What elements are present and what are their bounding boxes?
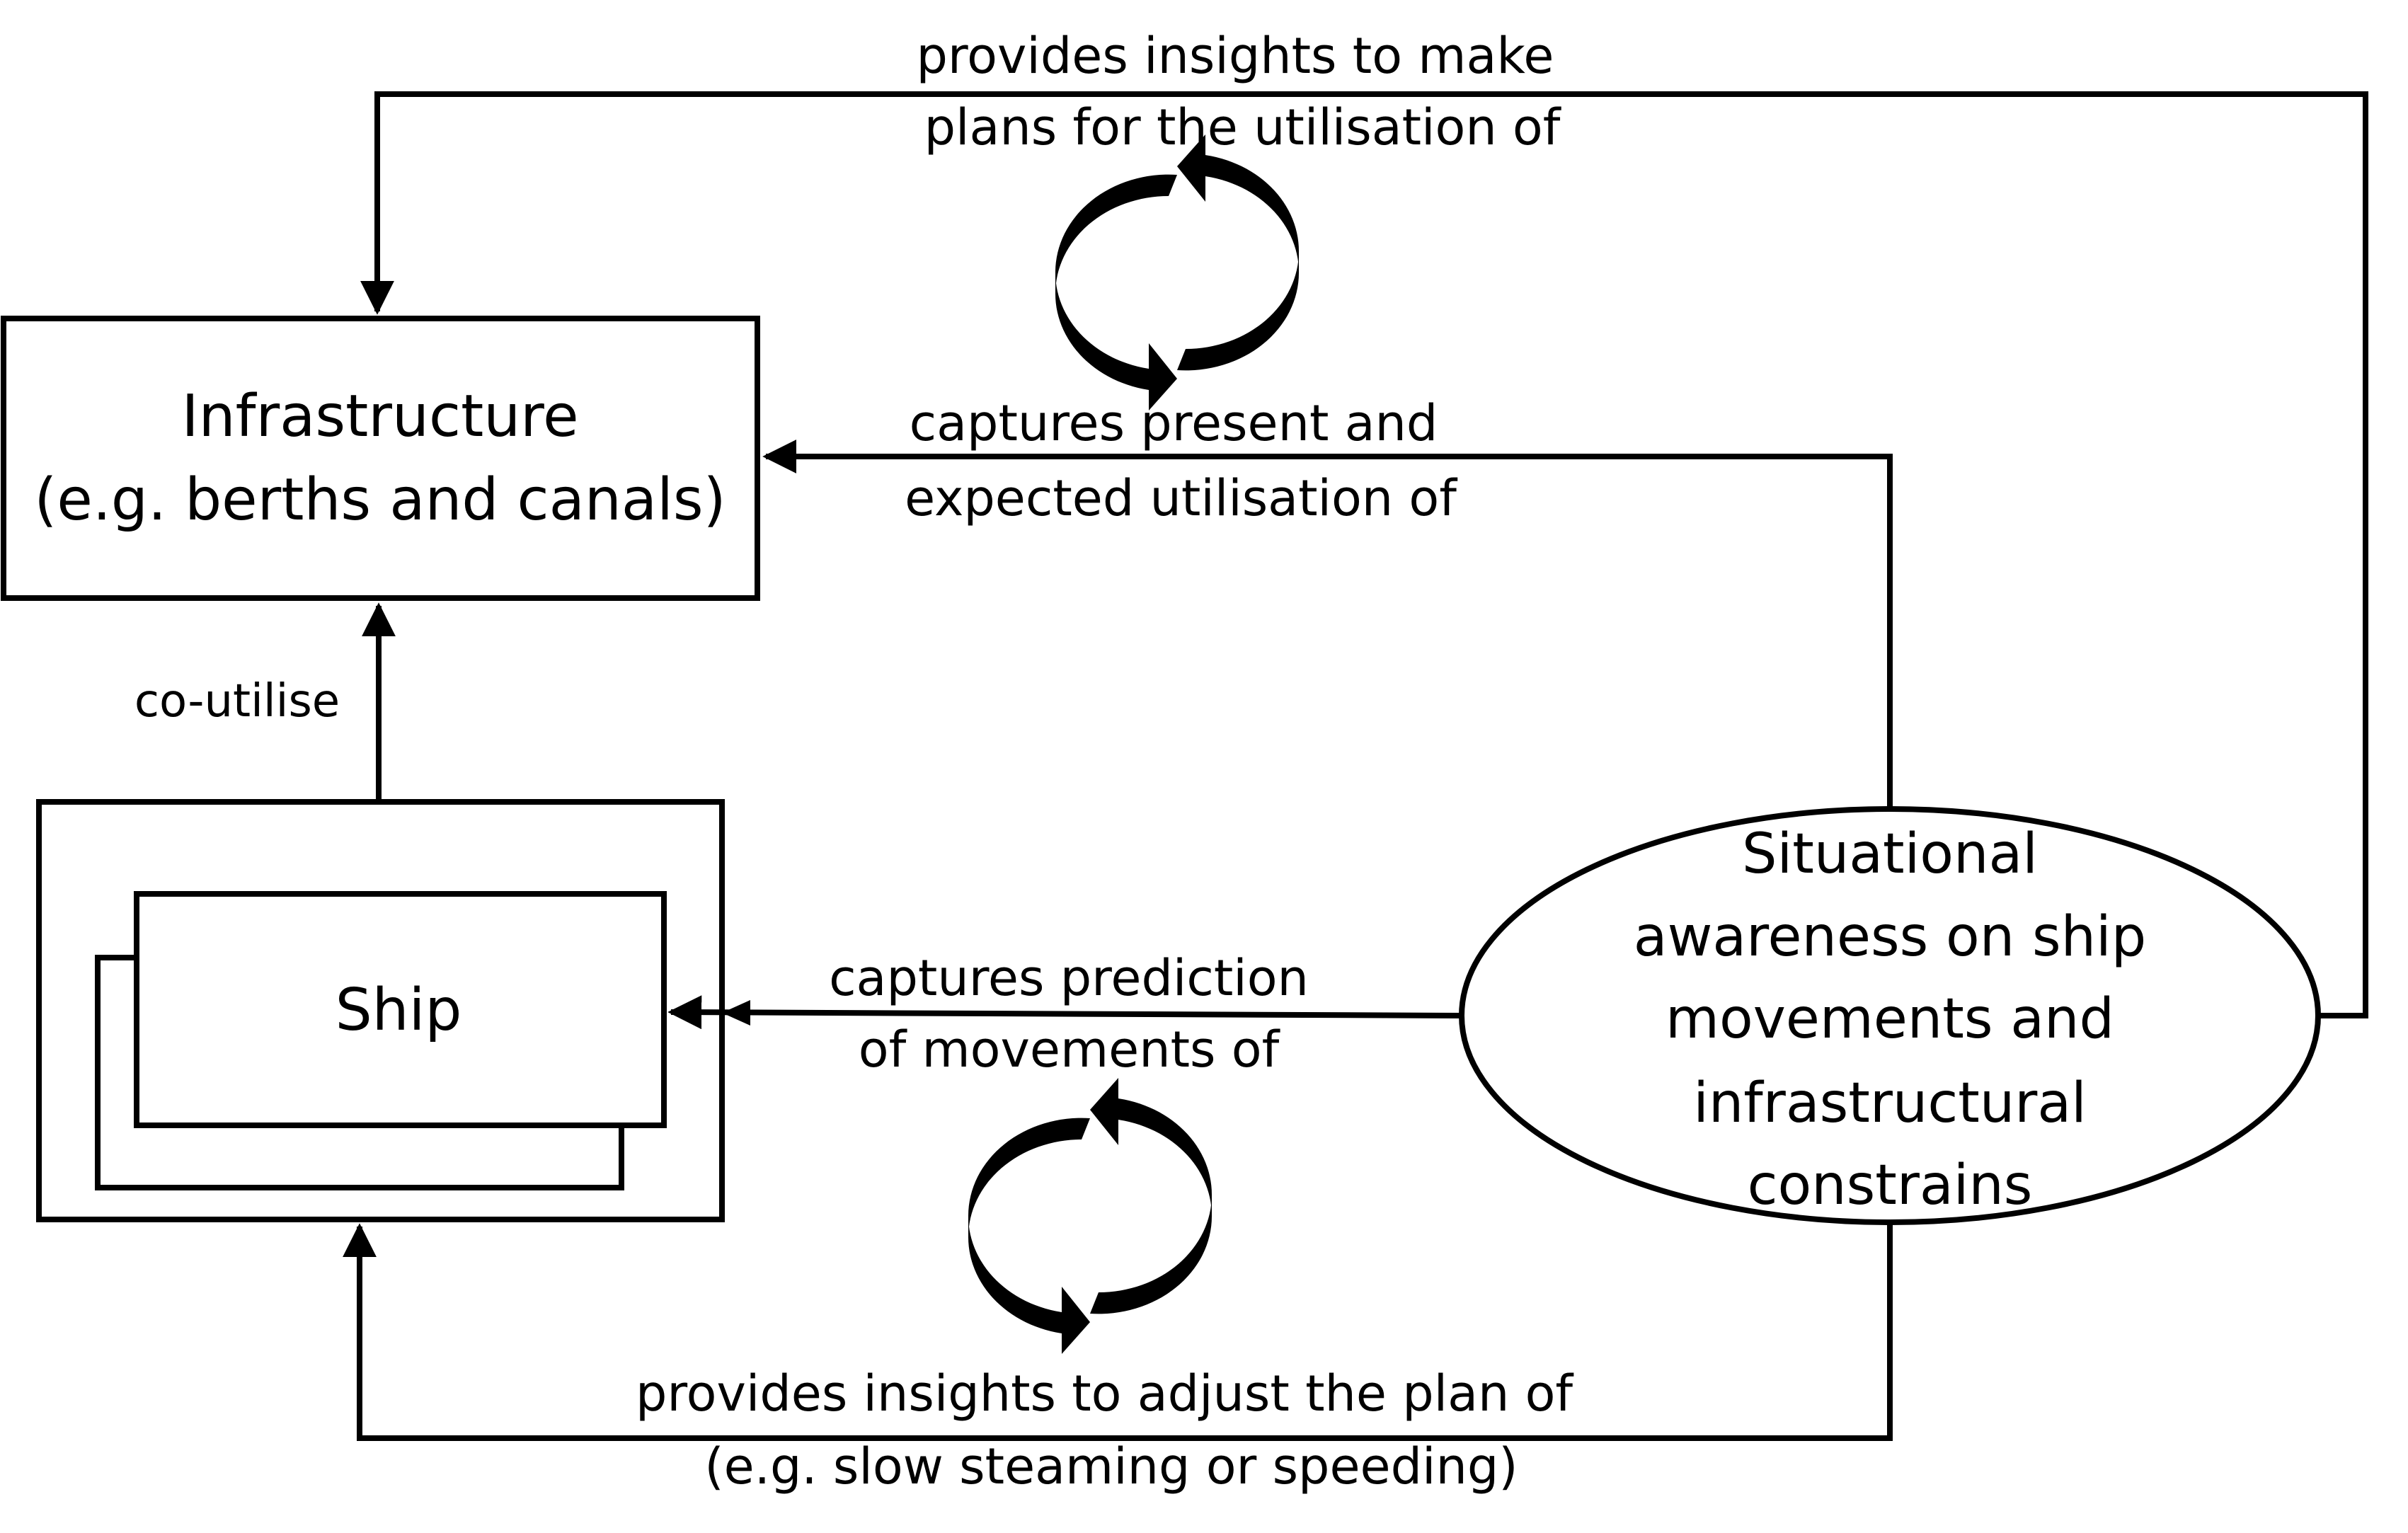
cycle-arrows-icon xyxy=(1055,134,1300,410)
ship-node: Ship xyxy=(36,799,725,1222)
edge-bottom-loop: provides insights to adjust the plan of … xyxy=(343,1222,1893,1495)
bottom-loop-label-2: (e.g. slow steaming or speeding) xyxy=(704,1437,1518,1495)
edge-captures-ship: captures prediction of movements of xyxy=(667,949,1462,1079)
infrastructure-node: Infrastructure (e.g. berths and canals) xyxy=(1,316,760,601)
awareness-line-4: infrastructural xyxy=(1693,1072,2087,1135)
awareness-line-3: movements and xyxy=(1665,987,2114,1051)
co-utilise-label: co-utilise xyxy=(134,675,340,728)
captures-ship-label-1: captures prediction xyxy=(829,949,1309,1007)
cycle-arrows-icon xyxy=(968,1078,1212,1354)
ship-stack-front xyxy=(134,891,667,1128)
ship-label: Ship xyxy=(336,977,462,1044)
captures-infra-label-1: captures present and xyxy=(910,394,1438,452)
captures-ship-label-2: of movements of xyxy=(859,1021,1280,1079)
awareness-line-1: Situational xyxy=(1742,822,2038,886)
infrastructure-subtitle: (e.g. berths and canals) xyxy=(34,466,726,534)
bottom-loop-label-1: provides insights to adjust the plan of xyxy=(636,1365,1573,1423)
edge-top-loop: provides insights to make plans for the … xyxy=(360,27,2368,1018)
top-loop-label-1: provides insights to make xyxy=(916,27,1554,85)
captures-infra-label-2: expected utilisation of xyxy=(905,469,1457,527)
situational-awareness-node: Situational awareness on ship movements … xyxy=(1459,806,2321,1225)
top-loop-label-2: plans for the utilisation of xyxy=(924,98,1561,156)
awareness-line-2: awareness on ship xyxy=(1634,905,2146,969)
edge-co-utilise: co-utilise xyxy=(134,602,396,802)
infrastructure-title: Infrastructure xyxy=(181,383,578,450)
edge-captures-infrastructure: captures present and expected utilisatio… xyxy=(762,394,1893,809)
awareness-line-5: constrains xyxy=(1748,1154,2033,1217)
double-arrow-head xyxy=(722,1000,750,1026)
